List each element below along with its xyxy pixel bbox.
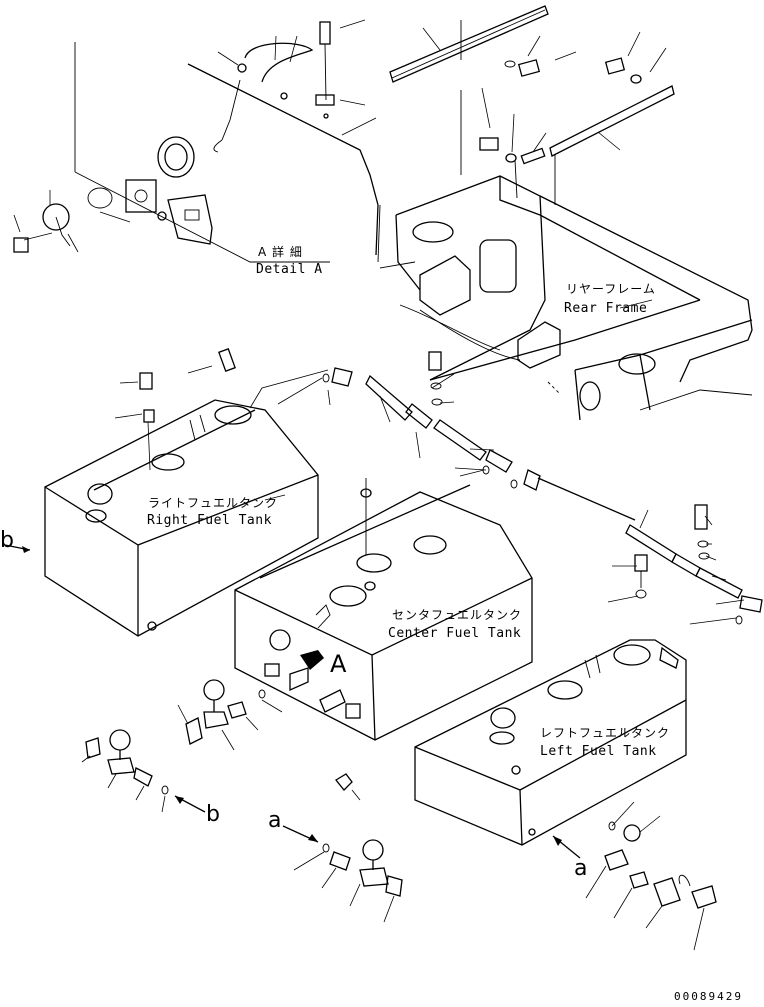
center-fuel-tank-label-en: Center Fuel Tank — [388, 626, 522, 641]
valve-assembly-left — [81, 679, 403, 923]
center-hardware — [114, 348, 513, 477]
document-number: 00089429 — [674, 990, 743, 1003]
ref-A-arrow: A — [330, 650, 347, 678]
ref-b-bottom: b — [206, 802, 220, 827]
center-fuel-tank-label-jp: センタフュエルタンク — [392, 608, 523, 622]
ref-b-left: b — [0, 528, 14, 553]
detail-a-label-en: Detail A — [256, 262, 323, 277]
ref-a-right: a — [574, 856, 588, 881]
right-fuel-tank-drawing — [4, 377, 323, 637]
right-fuel-tank-label-jp: ライトフュエルタンク — [148, 496, 279, 510]
rear-frame-label-en: Rear Frame — [564, 301, 648, 316]
right-fuel-tank-label-en: Right Fuel Tank — [147, 513, 272, 528]
left-fuel-tank-label-jp: レフトフュエルタンク — [540, 726, 671, 740]
detail-a-label-jp: A 詳 細 — [258, 245, 303, 259]
ref-a-bottom: a — [268, 808, 282, 833]
drain-hardware-right — [585, 801, 717, 951]
detail-a-panel — [13, 19, 381, 263]
left-fuel-tank-label-en: Left Fuel Tank — [540, 744, 657, 759]
center-fuel-tank-drawing — [234, 478, 533, 801]
left-fuel-tank-drawing — [414, 639, 687, 859]
right-hardware — [454, 467, 763, 625]
rear-frame-label-jp: リヤーフレーム — [566, 282, 656, 296]
rear-frame-drawing — [379, 5, 753, 421]
